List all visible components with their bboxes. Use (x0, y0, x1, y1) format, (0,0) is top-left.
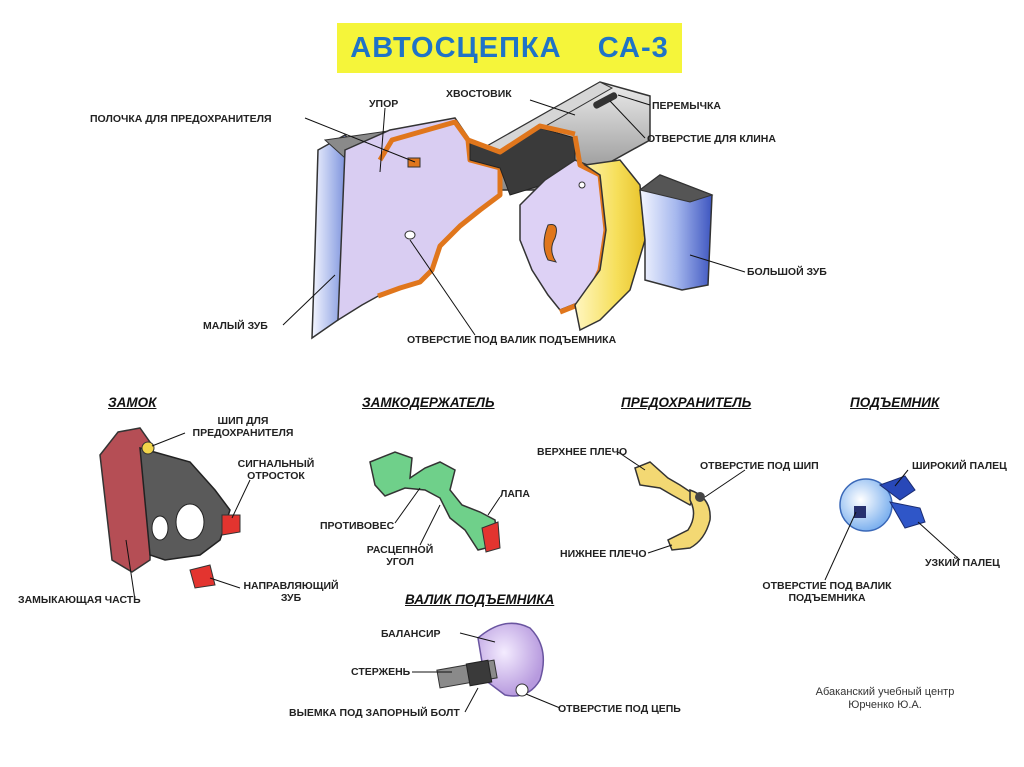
lock-fuse-pin (141, 441, 155, 455)
fuse-drawing (634, 461, 711, 551)
shaft-leaders (412, 632, 561, 713)
label-lower-arm: НИЖНЕЕ ПЛЕЧО (560, 548, 647, 560)
coupler-body-drawing (311, 81, 714, 340)
fuse-leaders (617, 451, 746, 554)
label-lifter-hole-line1: ОТВЕРСТИЕ ПОД ВАЛИК (762, 580, 892, 592)
fuse-lower-arm (667, 488, 711, 551)
lock-holder-leaders (394, 487, 501, 546)
label-big-tooth: БОЛЬШОЙ ЗУБ (747, 266, 827, 278)
label-chain-hole: ОТВЕРСТИЕ ПОД ЦЕПЬ (558, 703, 681, 715)
credit-line1: Абаканский учебный центр (815, 686, 955, 698)
right-cutout (543, 224, 558, 263)
lock-window (175, 503, 205, 541)
lock-signal-tab (221, 514, 241, 536)
label-fuse-shelf: ПОЛОЧКА ДЛЯ ПРЕДОХРАНИТЕЛЯ (90, 113, 272, 125)
label-lock-pin-line2: ПРЕДОХРАНИТЕЛЯ (192, 427, 294, 439)
label-bridge: ПЕРЕМЫЧКА (652, 100, 721, 112)
section-title-shaft: ВАЛИК ПОДЪЕМНИКА (405, 592, 555, 607)
label-counterweight: ПРОТИВОВЕС (320, 520, 395, 532)
lock-body (139, 446, 231, 561)
lock-holder-body (369, 451, 499, 551)
lifter-narrow-finger (889, 501, 926, 529)
lifter-drawing (839, 475, 926, 532)
left-body-edge (377, 119, 503, 299)
label-lock-signal-line1: СИГНАЛЬНЫЙ (237, 458, 315, 470)
shaft-balancer (477, 622, 545, 697)
label-lock-closing-part: ЗАМЫКАЮЩАЯ ЧАСТЬ (18, 594, 141, 606)
label-lock-pin-line1: ШИП ДЛЯ (217, 415, 269, 427)
label-stop: УПОР (369, 98, 399, 110)
lifter-wide-finger (878, 475, 916, 501)
big-tooth-top (638, 174, 714, 203)
title-banner: АВТОСЦЕПКА СА-3 (337, 23, 682, 73)
label-upper-arm: ВЕРХНЕЕ ПЛЕЧО (537, 446, 628, 458)
lock-drawing (99, 427, 241, 589)
label-narrow-finger: УЗКИЙ ПАЛЕЦ (925, 557, 1000, 569)
label-balancer: БАЛАНСИР (381, 628, 441, 640)
shaft-rod-notch (465, 659, 493, 687)
lock-holder-drawing (369, 451, 501, 553)
lock-holder-paw (481, 521, 501, 553)
bridge-edge (467, 123, 576, 155)
label-small-tooth: МАЛЫЙ ЗУБ (203, 320, 268, 332)
label-pin-hole: ОТВЕРСТИЕ ПОД ШИП (700, 460, 819, 472)
label-uncoupling-line1: РАСЦЕПНОЙ (366, 544, 434, 556)
label-wedge-hole: ОТВЕРСТИЕ ДЛЯ КЛИНА (647, 133, 776, 145)
label-lock-signal: СИГНАЛЬНЫЙ ОТРОСТОК (226, 458, 326, 482)
main-leaders (282, 94, 746, 336)
author-credit: Абаканский учебный центр Юрченко Ю.А. (800, 686, 970, 712)
section-title-lifter: ПОДЪЕМНИК (850, 395, 940, 410)
label-uncoupling-angle: РАСЦЕПНОЙ УГОЛ (355, 544, 445, 568)
credit-line2: Юрченко Ю.А. (848, 699, 922, 711)
page-title: АВТОСЦЕПКА СА-3 (350, 32, 669, 64)
label-lock-guide: НАПРАВЛЯЮЩИЙ ЗУБ (236, 580, 346, 604)
lifter-leaders (824, 469, 961, 581)
lifter-shaft-drawing (436, 622, 545, 697)
right-small-hole (578, 181, 586, 189)
label-shank: ХВОСТОВИК (446, 88, 512, 100)
label-lock-pin: ШИП ДЛЯ ПРЕДОХРАНИТЕЛЯ (188, 415, 298, 439)
shaft-chain-hole (515, 683, 529, 697)
lifter-square-hole (854, 506, 866, 518)
big-tooth-yellow (574, 159, 646, 332)
label-lifter-hole-line2: ПОДЪЕМНИКА (788, 592, 866, 604)
fuse-shelf (407, 157, 421, 168)
label-wide-finger: ШИРОКИЙ ПАЛЕЦ (912, 460, 1007, 472)
lifter-shaft-hole (404, 230, 416, 240)
fuse-upper-arm (634, 461, 696, 507)
section-title-fuse: ПРЕДОХРАНИТЕЛЬ (621, 395, 752, 410)
fuse-pin-hole (695, 492, 705, 502)
lock-closing-part (99, 427, 153, 573)
label-uncoupling-line2: УГОЛ (386, 556, 414, 568)
lock-guide-tooth (189, 564, 216, 589)
section-title-lock-holder: ЗАМКОДЕРЖАТЕЛЬ (362, 395, 495, 410)
label-lock-guide-line2: ЗУБ (280, 592, 302, 604)
label-shaft-hole: ОТВЕРСТИЕ ПОД ВАЛИК ПОДЪЕМНИКА (407, 334, 617, 346)
label-bolt-notch: ВЫЕМКА ПОД ЗАПОРНЫЙ БОЛТ (289, 707, 460, 719)
lock-leaders (125, 432, 251, 601)
wedge-slot (593, 92, 618, 109)
label-rod: СТЕРЖЕНЬ (351, 666, 411, 678)
label-paw: ЛАПА (500, 488, 530, 500)
label-lifter-shaft-hole: ОТВЕРСТИЕ ПОД ВАЛИК ПОДЪЕМНИКА (757, 580, 897, 604)
label-lock-guide-line1: НАПРАВЛЯЮЩИЙ (243, 580, 339, 592)
label-lock-signal-line2: ОТРОСТОК (247, 470, 305, 482)
lock-window-small (151, 515, 169, 541)
section-title-lock: ЗАМОК (108, 395, 157, 410)
